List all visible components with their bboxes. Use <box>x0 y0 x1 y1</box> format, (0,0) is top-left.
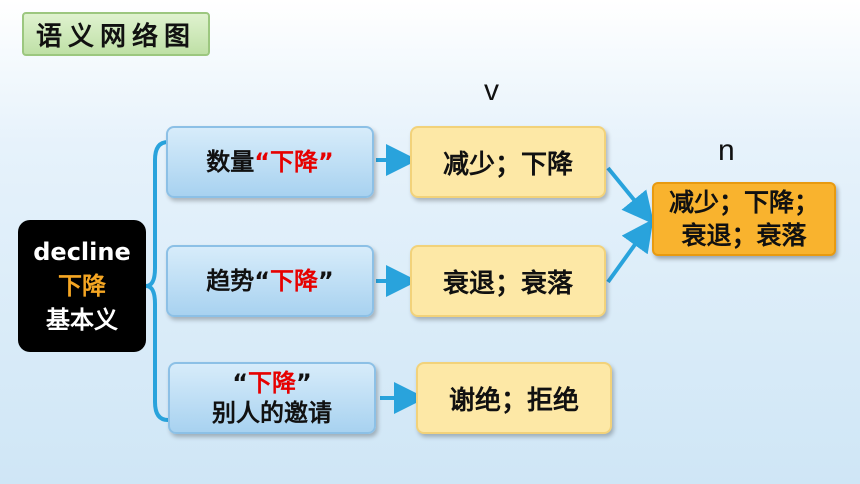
branch-quantity: 数量“下降” <box>166 126 374 198</box>
root-meaning: 下降 <box>58 272 106 300</box>
branch-quantity-prefix: 数量 <box>206 148 255 176</box>
verb-label: v <box>484 74 499 107</box>
branch-invitation: “下降” 别人的邀请 <box>168 362 376 434</box>
branch-trend-prefix: 趋势 <box>206 267 255 295</box>
arrow-to-result-2 <box>606 219 654 284</box>
branch-trend: 趋势“下降” <box>166 245 374 317</box>
meaning-decline: 衰退；衰落 <box>410 245 606 317</box>
quote-open: “ <box>254 267 270 295</box>
noun-meaning-line2: 衰退；衰落 <box>681 221 807 250</box>
branch-trend-highlight: 下降 <box>270 267 318 295</box>
diagram-title: 语义网络图 <box>22 12 210 56</box>
root-word: decline <box>33 238 131 266</box>
branch-invitation-text: 别人的邀请 <box>212 399 332 427</box>
quote-open: “ <box>254 148 270 176</box>
quote-close: ” <box>296 369 312 397</box>
root-node: decline 下降 基本义 <box>18 220 146 352</box>
noun-meanings-box: 减少；下降； 衰退；衰落 <box>652 182 836 256</box>
quote-close: ” <box>318 267 334 295</box>
quote-close: ” <box>318 148 334 176</box>
branch-quantity-highlight: 下降 <box>270 148 318 176</box>
branch-brace <box>145 140 169 422</box>
arrow-to-result-1 <box>606 166 655 225</box>
meaning-reduce: 减少；下降 <box>410 126 606 198</box>
root-label: 基本义 <box>46 306 118 334</box>
quote-open: “ <box>232 369 248 397</box>
branch-invitation-highlight: 下降 <box>248 369 296 397</box>
meaning-refuse: 谢绝；拒绝 <box>416 362 612 434</box>
noun-label: n <box>718 134 735 167</box>
noun-meaning-line1: 减少；下降； <box>668 188 819 217</box>
